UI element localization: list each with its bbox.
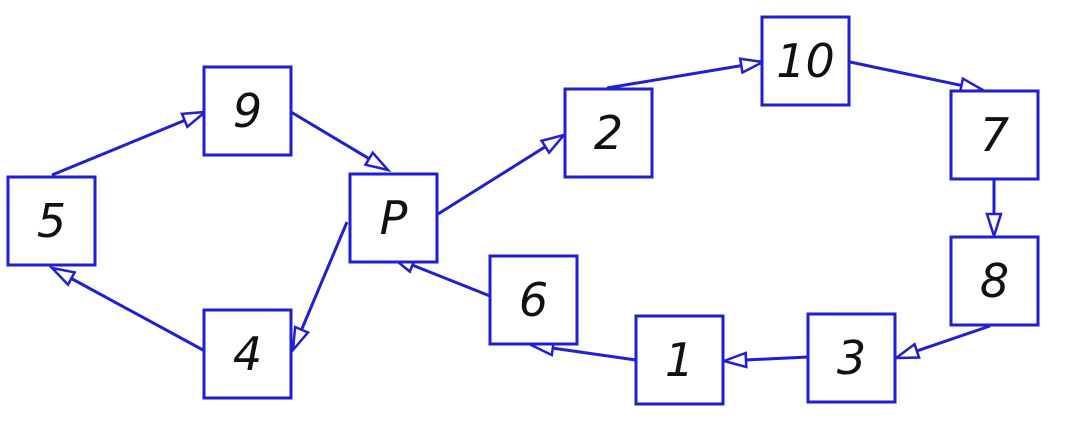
node-box bbox=[563, 87, 654, 179]
arrowhead-icon bbox=[985, 212, 1003, 241]
edge-8-to-3 bbox=[892, 324, 991, 360]
edge-line bbox=[916, 324, 991, 353]
node-label: 4 bbox=[233, 327, 262, 381]
arrowhead-icon bbox=[738, 57, 768, 75]
node-box bbox=[806, 312, 897, 404]
node-label: 5 bbox=[37, 194, 66, 248]
arrowhead-icon bbox=[892, 342, 921, 360]
edge-line bbox=[606, 64, 742, 90]
edge-4-to-5 bbox=[48, 266, 204, 352]
edge-2-to-10 bbox=[606, 57, 768, 90]
node-label: 3 bbox=[837, 331, 866, 385]
edge-line bbox=[849, 60, 962, 87]
node-label: 9 bbox=[233, 84, 262, 138]
node-label: 8 bbox=[980, 254, 1009, 308]
node-10: 10 bbox=[760, 15, 851, 107]
node-box bbox=[949, 89, 1040, 181]
arrowhead-icon bbox=[539, 132, 568, 155]
node-label: 6 bbox=[519, 273, 548, 327]
node-label: 2 bbox=[594, 106, 623, 160]
arrowhead-icon bbox=[180, 110, 209, 129]
node-box bbox=[6, 175, 97, 267]
edge-10-to-7 bbox=[849, 60, 988, 94]
node-label: 10 bbox=[776, 34, 835, 88]
node-box bbox=[202, 308, 293, 400]
node-P: P bbox=[348, 172, 439, 264]
node-1: 1 bbox=[634, 314, 725, 406]
node-7: 7 bbox=[949, 89, 1040, 181]
node-label: 7 bbox=[980, 108, 1009, 162]
node-6: 6 bbox=[488, 254, 579, 346]
node-box bbox=[760, 15, 851, 107]
edge-3-to-1 bbox=[719, 351, 809, 369]
node-box bbox=[202, 65, 293, 157]
arrowhead-icon bbox=[48, 266, 77, 287]
node-3: 3 bbox=[806, 312, 897, 404]
edge-line bbox=[290, 110, 370, 160]
edge-line bbox=[552, 346, 637, 362]
node-4: 4 bbox=[202, 308, 293, 400]
edge-7-to-8 bbox=[985, 180, 1003, 241]
node-label: P bbox=[380, 191, 408, 245]
node-box bbox=[634, 314, 725, 406]
node-box bbox=[488, 254, 579, 346]
edge-5-to-9 bbox=[51, 110, 209, 177]
node-box bbox=[348, 172, 439, 264]
edge-line bbox=[300, 221, 349, 331]
edge-P-to-4 bbox=[291, 221, 349, 354]
edge-line bbox=[70, 277, 204, 352]
node-label: 1 bbox=[665, 333, 694, 387]
edge-line bbox=[745, 355, 809, 362]
arrowhead-icon bbox=[363, 150, 392, 173]
arrowhead-icon bbox=[719, 351, 748, 369]
node-9: 9 bbox=[202, 65, 293, 157]
edge-line bbox=[411, 263, 491, 298]
edge-line bbox=[437, 145, 547, 216]
edge-P-to-2 bbox=[437, 132, 568, 216]
node-8: 8 bbox=[949, 235, 1040, 327]
edge-9-to-P bbox=[290, 110, 392, 173]
arrowhead-icon bbox=[291, 325, 311, 354]
node-box bbox=[949, 235, 1040, 327]
node-2: 2 bbox=[563, 87, 654, 179]
nodes-layer: 5 9P 4 2 10 7 8 3 1 6 bbox=[6, 15, 1040, 406]
edge-line bbox=[51, 118, 186, 177]
node-5: 5 bbox=[6, 175, 97, 267]
